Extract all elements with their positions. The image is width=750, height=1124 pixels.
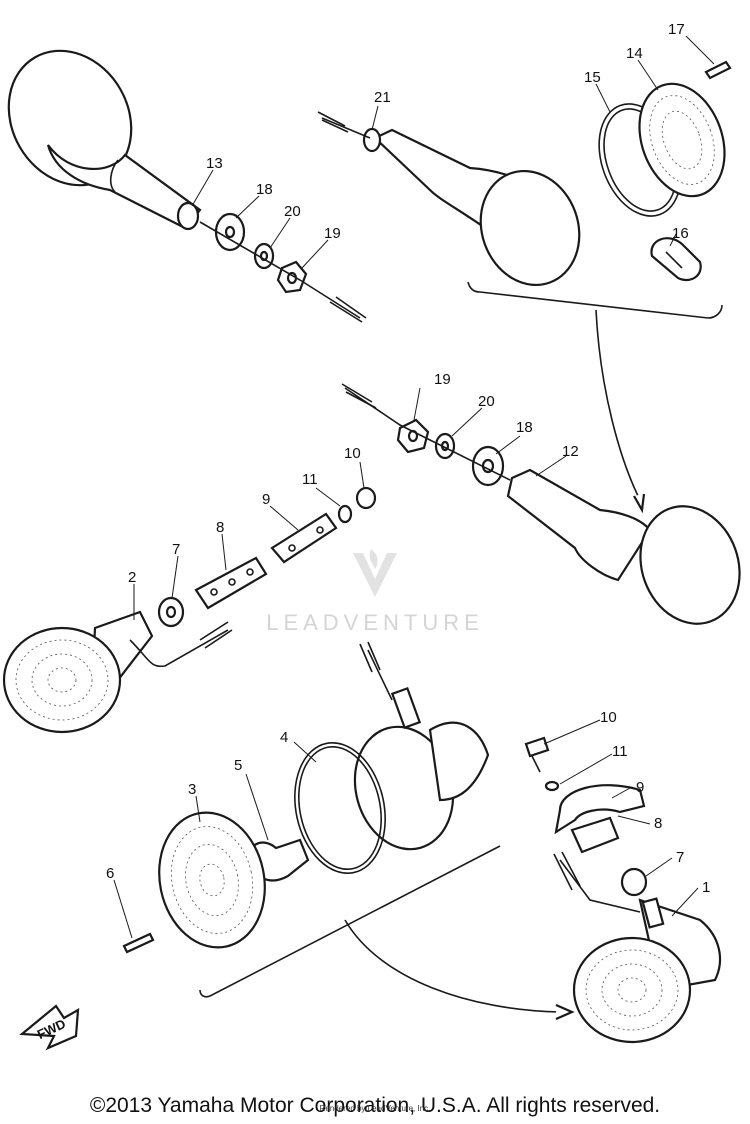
- callout-9-upper: 9: [262, 491, 270, 508]
- wire-top-right: [321, 117, 371, 139]
- callout-15: 15: [584, 69, 601, 86]
- screw-6: [122, 932, 155, 954]
- callout-9-lower: 9: [636, 779, 644, 796]
- housing-rear: [353, 686, 490, 851]
- arrowhead-lower: [555, 1003, 575, 1021]
- callout-18-middle: 18: [516, 419, 533, 436]
- turn-signal-body-middle: [506, 468, 741, 625]
- callout-labels: 13 18 20 19 21 15 14 17 16 19 20 18 12 1…: [106, 21, 710, 896]
- turn-signal-body-top-right: [362, 127, 581, 287]
- wire-lower-right: [559, 859, 641, 913]
- bolt-10-lower: [524, 736, 550, 773]
- callout-20-middle: 20: [478, 393, 495, 410]
- wire-top-left: [199, 221, 361, 319]
- lens-14: [638, 82, 726, 198]
- callout-19-middle: 19: [434, 371, 451, 388]
- spacer-7-upper: [157, 596, 185, 628]
- wire-tip-middle: [341, 383, 377, 409]
- callout-18-top: 18: [256, 181, 273, 198]
- callout-19-top: 19: [324, 225, 341, 242]
- bracket-8-upper: [194, 556, 268, 610]
- washer-11-upper: [337, 504, 353, 524]
- callout-2: 2: [128, 569, 136, 586]
- turn-signal-front-left: [2, 610, 154, 734]
- lens-3: [158, 811, 266, 949]
- callout-10-upper: 10: [344, 445, 361, 462]
- callout-6: 6: [106, 865, 114, 882]
- wire-tip-lower-right: [553, 851, 581, 891]
- arrowhead-top-right: [633, 493, 646, 514]
- gasket-4: [294, 741, 386, 875]
- callout-4: 4: [280, 729, 288, 746]
- copyright-notice: ©2013 Yamaha Motor Corporation, U.S.A. A…: [89, 1094, 661, 1117]
- callout-11-lower: 11: [612, 743, 628, 760]
- callout-17: 17: [668, 21, 685, 38]
- clamp-8-9: [554, 784, 646, 854]
- watermark-text: LEADVENTURE: [266, 610, 484, 635]
- bracket-group-top-right: [467, 281, 723, 319]
- callout-10-lower: 10: [600, 709, 617, 726]
- callout-5: 5: [234, 757, 242, 774]
- callout-7-upper: 7: [172, 541, 180, 558]
- callout-11-upper: 11: [302, 471, 318, 488]
- callout-20-top: 20: [284, 203, 301, 220]
- callout-21: 21: [374, 89, 391, 106]
- leader-lines: [113, 35, 715, 939]
- callout-13-top: 13: [206, 155, 223, 172]
- arrow-lower: [344, 919, 561, 1013]
- wire-lower-middle: [367, 649, 393, 701]
- grommet-18-middle: [471, 445, 505, 487]
- fwd-arrow-icon: FWD: [19, 1004, 80, 1051]
- spacer-7-lower: [620, 867, 648, 897]
- callout-3: 3: [188, 781, 196, 798]
- wire-tip-left: [199, 621, 233, 649]
- grommet-18-top: [214, 212, 246, 252]
- plate-9-upper: [270, 512, 338, 564]
- callout-1: 1: [702, 879, 710, 896]
- watermark-logo-icon: [353, 549, 397, 597]
- callout-14: 14: [626, 45, 643, 62]
- wire-middle: [344, 387, 511, 481]
- washer-11-lower: [544, 780, 560, 792]
- wire-left: [129, 629, 229, 668]
- callout-8-upper: 8: [216, 519, 224, 536]
- callout-16: 16: [672, 225, 689, 242]
- nut-19-top: [276, 260, 308, 294]
- wire-tip-top-left: [329, 296, 367, 323]
- callout-12: 12: [562, 443, 579, 460]
- turn-signal-rear-right: [572, 897, 722, 1044]
- cap-nut-10-upper: [355, 486, 377, 510]
- bracket-group-lower: [199, 845, 501, 998]
- arrow-top-right: [595, 309, 641, 501]
- wire-tip-lower-middle: [359, 641, 381, 673]
- turn-signal-body-top-left: [7, 49, 202, 231]
- wire-tip-top-right: [317, 111, 349, 133]
- screw-17: [704, 60, 732, 80]
- rendered-by-notice: Rendered by LeadVenture, Inc.: [319, 1104, 431, 1113]
- callout-7-lower: 7: [676, 849, 684, 866]
- callout-8-lower: 8: [654, 815, 662, 832]
- washer-20-middle: [434, 432, 456, 460]
- bulb-16: [650, 237, 702, 282]
